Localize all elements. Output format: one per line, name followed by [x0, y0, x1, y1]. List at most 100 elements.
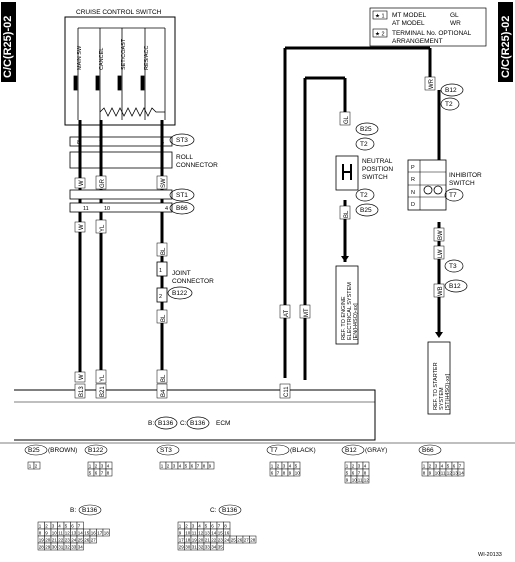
- svg-text:CRUISE CONTROL SWITCH: CRUISE CONTROL SWITCH: [76, 9, 162, 16]
- svg-text:C:: C:: [210, 507, 217, 514]
- svg-text:T2: T2: [360, 141, 368, 148]
- connector-name: B122: [88, 447, 104, 454]
- pin-number: 31: [192, 545, 198, 550]
- neutral-position-switch: B25 T2 NEUTRAL POSITION SWITCH T2 B25: [335, 122, 393, 217]
- pin-number: 26: [237, 538, 243, 543]
- pin-number: 1: [89, 464, 92, 469]
- ref-engine-box: REF. TO ENGINE ELECTRICAL SYSTEM [EN(H4S…: [335, 265, 359, 345]
- pin-number: 8: [107, 471, 110, 476]
- pin-number: 12: [364, 478, 370, 483]
- svg-text:B12: B12: [449, 283, 461, 290]
- svg-text:YL: YL: [100, 374, 106, 382]
- pin-number: 22: [58, 538, 64, 543]
- connector-name: ST3: [160, 447, 172, 454]
- svg-text:ROLL: ROLL: [176, 154, 193, 161]
- pin-cell: [89, 535, 97, 544]
- pin-number: 12: [447, 471, 453, 476]
- svg-text:(BLACK): (BLACK): [290, 447, 316, 454]
- pin-number: 8: [364, 471, 367, 476]
- pin-number: 4: [198, 524, 201, 529]
- svg-text:[EN(H4SO)-xx]: [EN(H4SO)-xx]: [353, 303, 359, 340]
- pin-number: 3: [101, 464, 104, 469]
- pin-number: 13: [71, 531, 77, 536]
- pin-number: 8: [224, 524, 227, 529]
- pin-number: 6: [191, 464, 194, 469]
- pin-number: 9: [179, 531, 182, 536]
- svg-text:WR: WR: [429, 78, 435, 89]
- pin-cell: [249, 535, 257, 544]
- pin-number: 5: [447, 464, 450, 469]
- svg-text:WB: WB: [438, 286, 444, 296]
- pin-number: 2: [429, 464, 432, 469]
- pin-number: 25: [231, 538, 237, 543]
- pin-number: 7: [101, 471, 104, 476]
- pin-number: 2: [167, 464, 170, 469]
- pin-number: 4: [58, 524, 61, 529]
- pin-number: 6: [271, 471, 274, 476]
- pin-number: 6: [71, 524, 74, 529]
- pin-number: 10: [352, 478, 358, 483]
- svg-text:C/C(R25)-02: C/C(R25)-02: [2, 16, 14, 78]
- pin-number: 28: [39, 545, 45, 550]
- pin-cell: [105, 468, 113, 477]
- pin-cell: [207, 461, 215, 470]
- svg-text:REF. TO ENGINE: REF. TO ENGINE: [341, 296, 347, 340]
- pin-number: 17: [97, 531, 103, 536]
- svg-text:B:: B:: [148, 420, 154, 427]
- pin-cell: [102, 528, 110, 537]
- pin-number: 4: [364, 464, 367, 469]
- pin-number: 8: [39, 531, 42, 536]
- pin-number: 34: [78, 545, 84, 550]
- pin-number: 5: [185, 464, 188, 469]
- svg-text:AT MODEL: AT MODEL: [392, 20, 425, 27]
- svg-text:ARRANGEMENT: ARRANGEMENT: [392, 38, 443, 45]
- pin-number: 24: [71, 538, 77, 543]
- svg-text:ECM: ECM: [216, 420, 230, 427]
- svg-text:BL: BL: [344, 210, 350, 218]
- pin-number: 18: [104, 531, 110, 536]
- pin-number: 10: [52, 531, 58, 536]
- svg-text:ELECTRICAL SYSTEM: ELECTRICAL SYSTEM: [347, 282, 353, 340]
- pin-number: 16: [224, 531, 230, 536]
- pin-number: 15: [84, 531, 90, 536]
- svg-text:W: W: [79, 224, 85, 230]
- pin-number: 29: [45, 545, 51, 550]
- inhibitor-switch: B12 T2 P R N D INHIBITOR SWITCH T7 T3 B1…: [407, 83, 482, 293]
- pin-number: 24: [224, 538, 230, 543]
- svg-text:2: 2: [159, 294, 162, 300]
- pin-number: 7: [459, 464, 462, 469]
- pin-number: 5: [89, 471, 92, 476]
- pin-number: 17: [179, 538, 185, 543]
- svg-text:JOINT: JOINT: [172, 270, 191, 277]
- pin-number: 11: [192, 531, 197, 536]
- pin-number: 8: [203, 464, 206, 469]
- pin-number: 3: [52, 524, 55, 529]
- svg-text:10: 10: [104, 206, 110, 212]
- pin-number: 5: [295, 464, 298, 469]
- svg-text:B25: B25: [360, 126, 372, 133]
- pin-number: 4: [107, 464, 110, 469]
- pin-number: 10: [185, 531, 191, 536]
- pin-number: 3: [358, 464, 361, 469]
- svg-text:BL: BL: [161, 374, 167, 382]
- pin-number: 1: [179, 524, 182, 529]
- connector-st3-label: ST3: [176, 137, 188, 144]
- svg-text:4: 4: [165, 206, 168, 212]
- pin-number: 35: [218, 545, 224, 550]
- pin-number: 18: [185, 538, 191, 543]
- svg-text:SW: SW: [161, 178, 167, 188]
- svg-text:B:: B:: [70, 507, 76, 514]
- pin-number: 25: [78, 538, 84, 543]
- pin-number: 9: [209, 464, 212, 469]
- svg-text:CONNECTOR: CONNECTOR: [176, 162, 218, 169]
- pin-number: 29: [179, 545, 185, 550]
- svg-text:YL: YL: [100, 224, 106, 232]
- pin-cell: [33, 461, 41, 470]
- pin-number: 11: [441, 471, 446, 476]
- pin-number: 6: [95, 471, 98, 476]
- svg-text:B4: B4: [161, 389, 167, 397]
